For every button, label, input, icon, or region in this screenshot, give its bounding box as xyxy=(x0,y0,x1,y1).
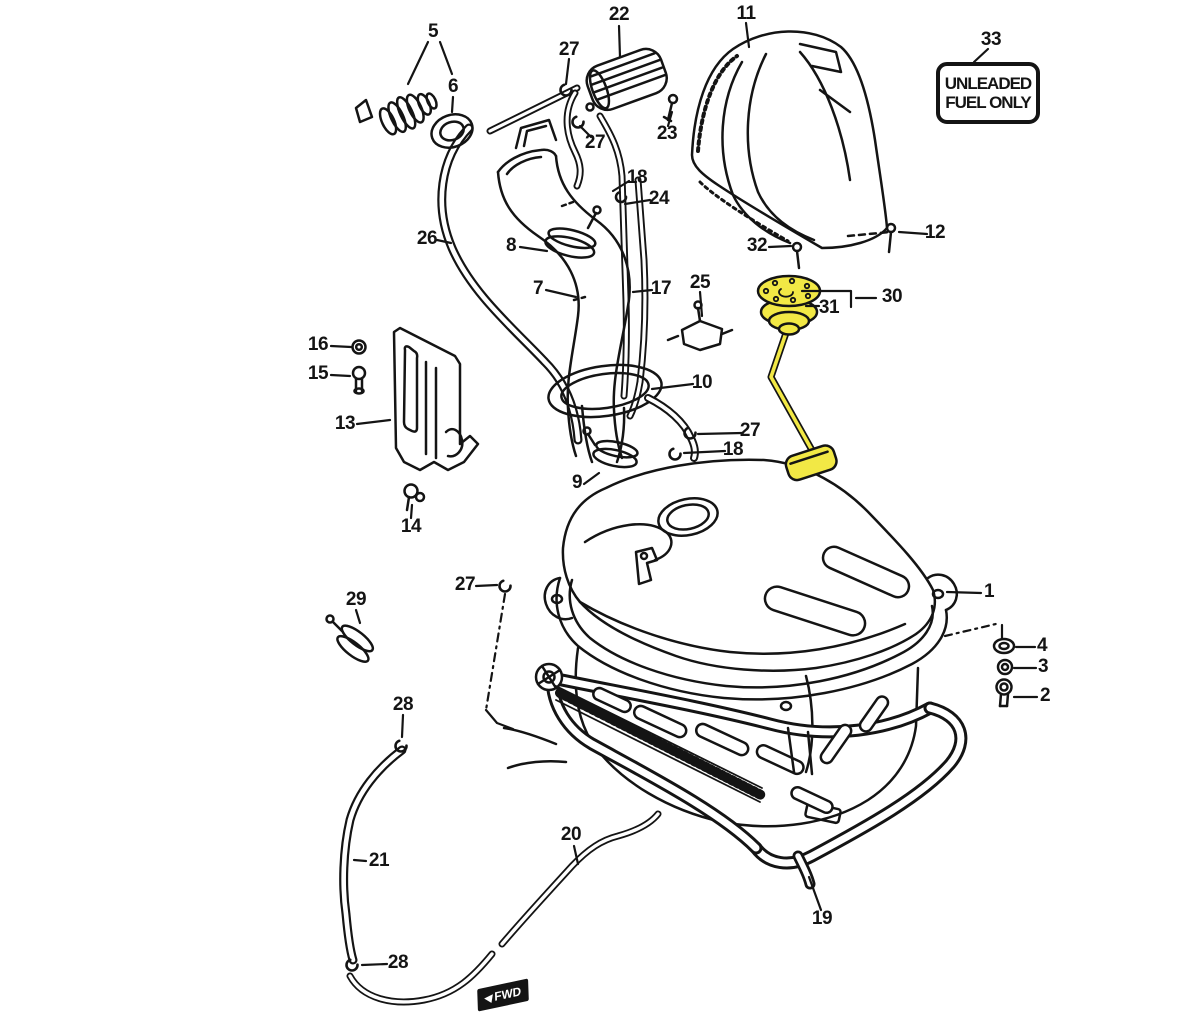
part-label-9: 9 xyxy=(571,472,583,493)
part-label-24: 24 xyxy=(648,188,670,209)
fwd-arrow-icon: ◀ xyxy=(484,992,494,1004)
breather-hose-loop xyxy=(437,123,583,445)
part-label-27: 27 xyxy=(584,132,606,153)
part-label-31: 31 xyxy=(818,297,840,318)
part-label-8: 8 xyxy=(505,235,517,256)
filler-neck-grommet xyxy=(547,363,663,419)
part-label-1: 1 xyxy=(983,581,995,602)
bolt-15 xyxy=(351,365,367,395)
part-label-20: 20 xyxy=(560,824,582,845)
part-label-16: 16 xyxy=(307,334,329,355)
part-label-23: 23 xyxy=(656,123,678,144)
part-label-27: 27 xyxy=(739,420,761,441)
filler-neck-lower xyxy=(580,404,626,464)
part-label-10: 10 xyxy=(691,372,713,393)
decal-line1: UNLEADED xyxy=(944,74,1032,93)
fwd-label: FWD xyxy=(494,984,522,1004)
fuel-hose-20 xyxy=(346,810,662,1006)
part-label-15: 15 xyxy=(307,363,329,384)
nut-16 xyxy=(351,339,367,355)
fuel-cap-gasket xyxy=(430,113,474,149)
tank-guard-frame xyxy=(502,662,968,890)
decal-line2: FUEL ONLY xyxy=(945,93,1031,112)
unleaded-fuel-decal: UNLEADED FUEL ONLY xyxy=(936,62,1040,124)
part-label-28: 28 xyxy=(392,694,414,715)
part-label-26: 26 xyxy=(416,228,438,249)
part-label-25: 25 xyxy=(689,272,711,293)
hose-clamp-29 xyxy=(325,614,375,663)
hose-clamp-8 xyxy=(544,205,602,259)
part-label-18: 18 xyxy=(626,167,648,188)
part-label-21: 21 xyxy=(368,850,390,871)
part-label-29: 29 xyxy=(345,589,367,610)
part-label-30: 30 xyxy=(881,286,903,307)
mounting-bracket xyxy=(392,326,480,472)
bolt-2 xyxy=(995,678,1013,708)
hose-clips xyxy=(345,83,697,972)
part-label-11: 11 xyxy=(736,3,756,24)
part-label-12: 12 xyxy=(924,222,946,243)
part-label-18: 18 xyxy=(722,439,744,460)
screw-32 xyxy=(791,241,803,270)
bolt-14 xyxy=(403,483,426,512)
fuel-cap xyxy=(354,92,438,136)
drain-hose-21 xyxy=(339,745,407,965)
leader-lines xyxy=(329,21,1039,967)
part-label-19: 19 xyxy=(811,908,833,929)
heat-shield xyxy=(690,30,892,250)
vent-hose xyxy=(486,84,584,190)
part-label-7: 7 xyxy=(532,278,544,299)
part-label-6: 6 xyxy=(447,76,459,97)
part-label-5: 5 xyxy=(427,21,439,42)
part-label-27: 27 xyxy=(558,39,580,60)
washer-4 xyxy=(992,637,1016,655)
part-label-33: 33 xyxy=(980,29,1002,50)
breather-pipe xyxy=(596,112,649,420)
fuel-filler-neck xyxy=(496,118,631,460)
part-label-14: 14 xyxy=(400,516,422,537)
hose-clamp-25 xyxy=(666,300,734,352)
part-label-4: 4 xyxy=(1036,635,1048,656)
part-label-32: 32 xyxy=(746,235,768,256)
part-label-27: 27 xyxy=(454,574,476,595)
part-label-28: 28 xyxy=(387,952,409,973)
screw-12 xyxy=(885,222,897,254)
part-label-13: 13 xyxy=(334,413,356,434)
hose-clamp-9 xyxy=(582,426,639,469)
canister xyxy=(585,47,668,112)
fuel-tank xyxy=(543,458,958,828)
part-label-17: 17 xyxy=(650,278,672,299)
part-label-22: 22 xyxy=(608,4,630,25)
part-label-2: 2 xyxy=(1039,685,1051,706)
nut-3 xyxy=(996,658,1014,676)
part-label-3: 3 xyxy=(1037,656,1049,677)
